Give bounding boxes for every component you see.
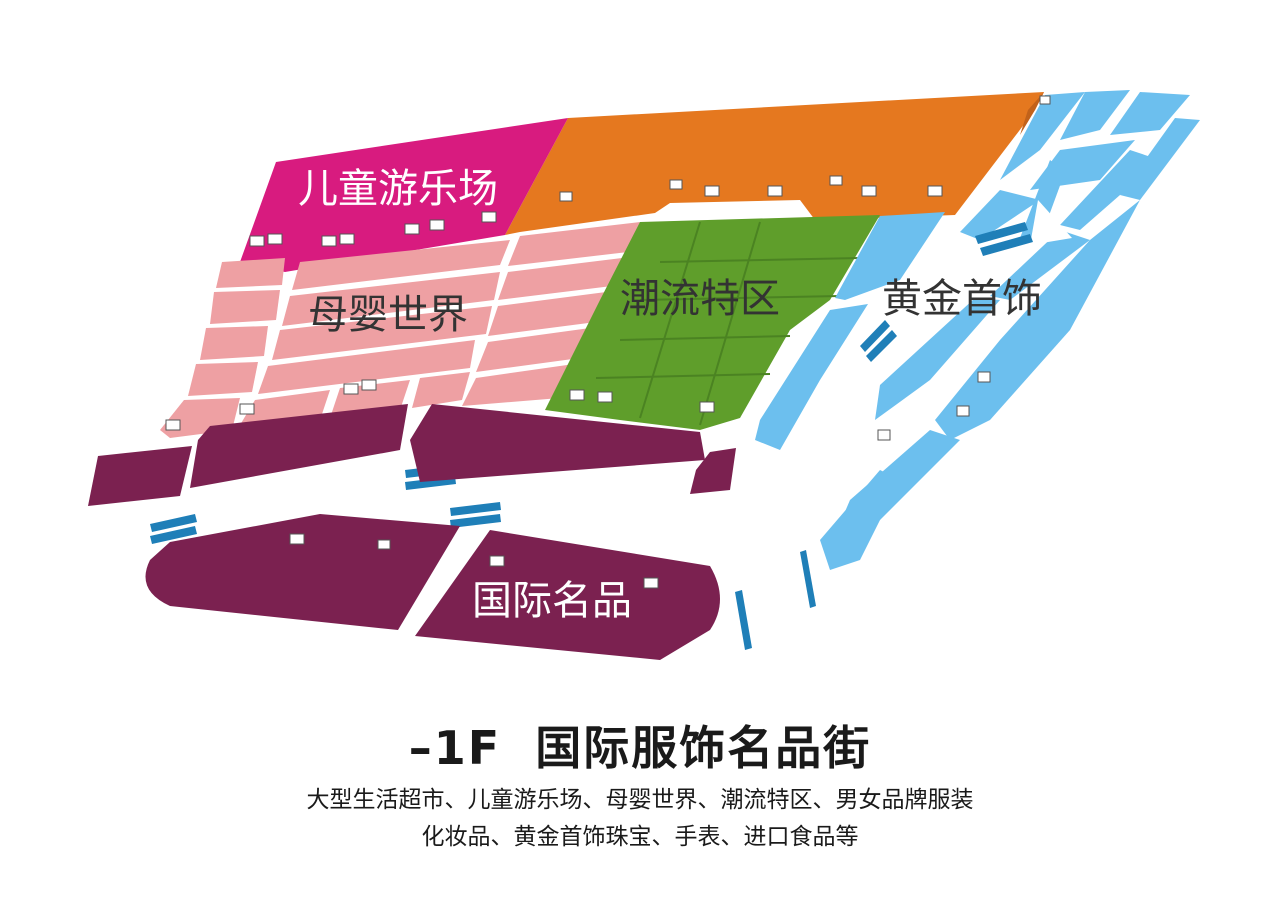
floor-name: 国际服饰名品街 <box>535 721 872 775</box>
zone-gold-jewelry[interactable]: 黄金首饰 <box>755 90 1200 570</box>
shop-markers <box>165 95 1051 589</box>
zone-label-gold-jewelry: 黄金首饰 <box>882 276 1042 322</box>
zone-label-trend: 潮流特区 <box>620 276 780 322</box>
zone-label-mother-baby: 母婴世界 <box>308 292 468 338</box>
floor-description-line2: 化妆品、黄金首饰珠宝、手表、进口食品等 <box>421 824 859 850</box>
floor-map: 儿童游乐场 母婴世界 潮流特区 <box>88 90 1200 660</box>
zone-supermarket[interactable] <box>505 92 1044 235</box>
floor-description-line1: 大型生活超市、儿童游乐场、母婴世界、潮流特区、男女品牌服装 <box>306 787 974 813</box>
zone-label-international-brands: 国际名品 <box>472 578 632 624</box>
zone-kids-playground[interactable]: 儿童游乐场 <box>240 118 568 272</box>
floor-title: –1F 国际服饰名品街 <box>0 712 1280 778</box>
floor-code: –1F <box>408 721 502 775</box>
zone-trend[interactable]: 潮流特区 <box>545 215 880 430</box>
zone-label-kids-playground: 儿童游乐场 <box>298 166 498 212</box>
